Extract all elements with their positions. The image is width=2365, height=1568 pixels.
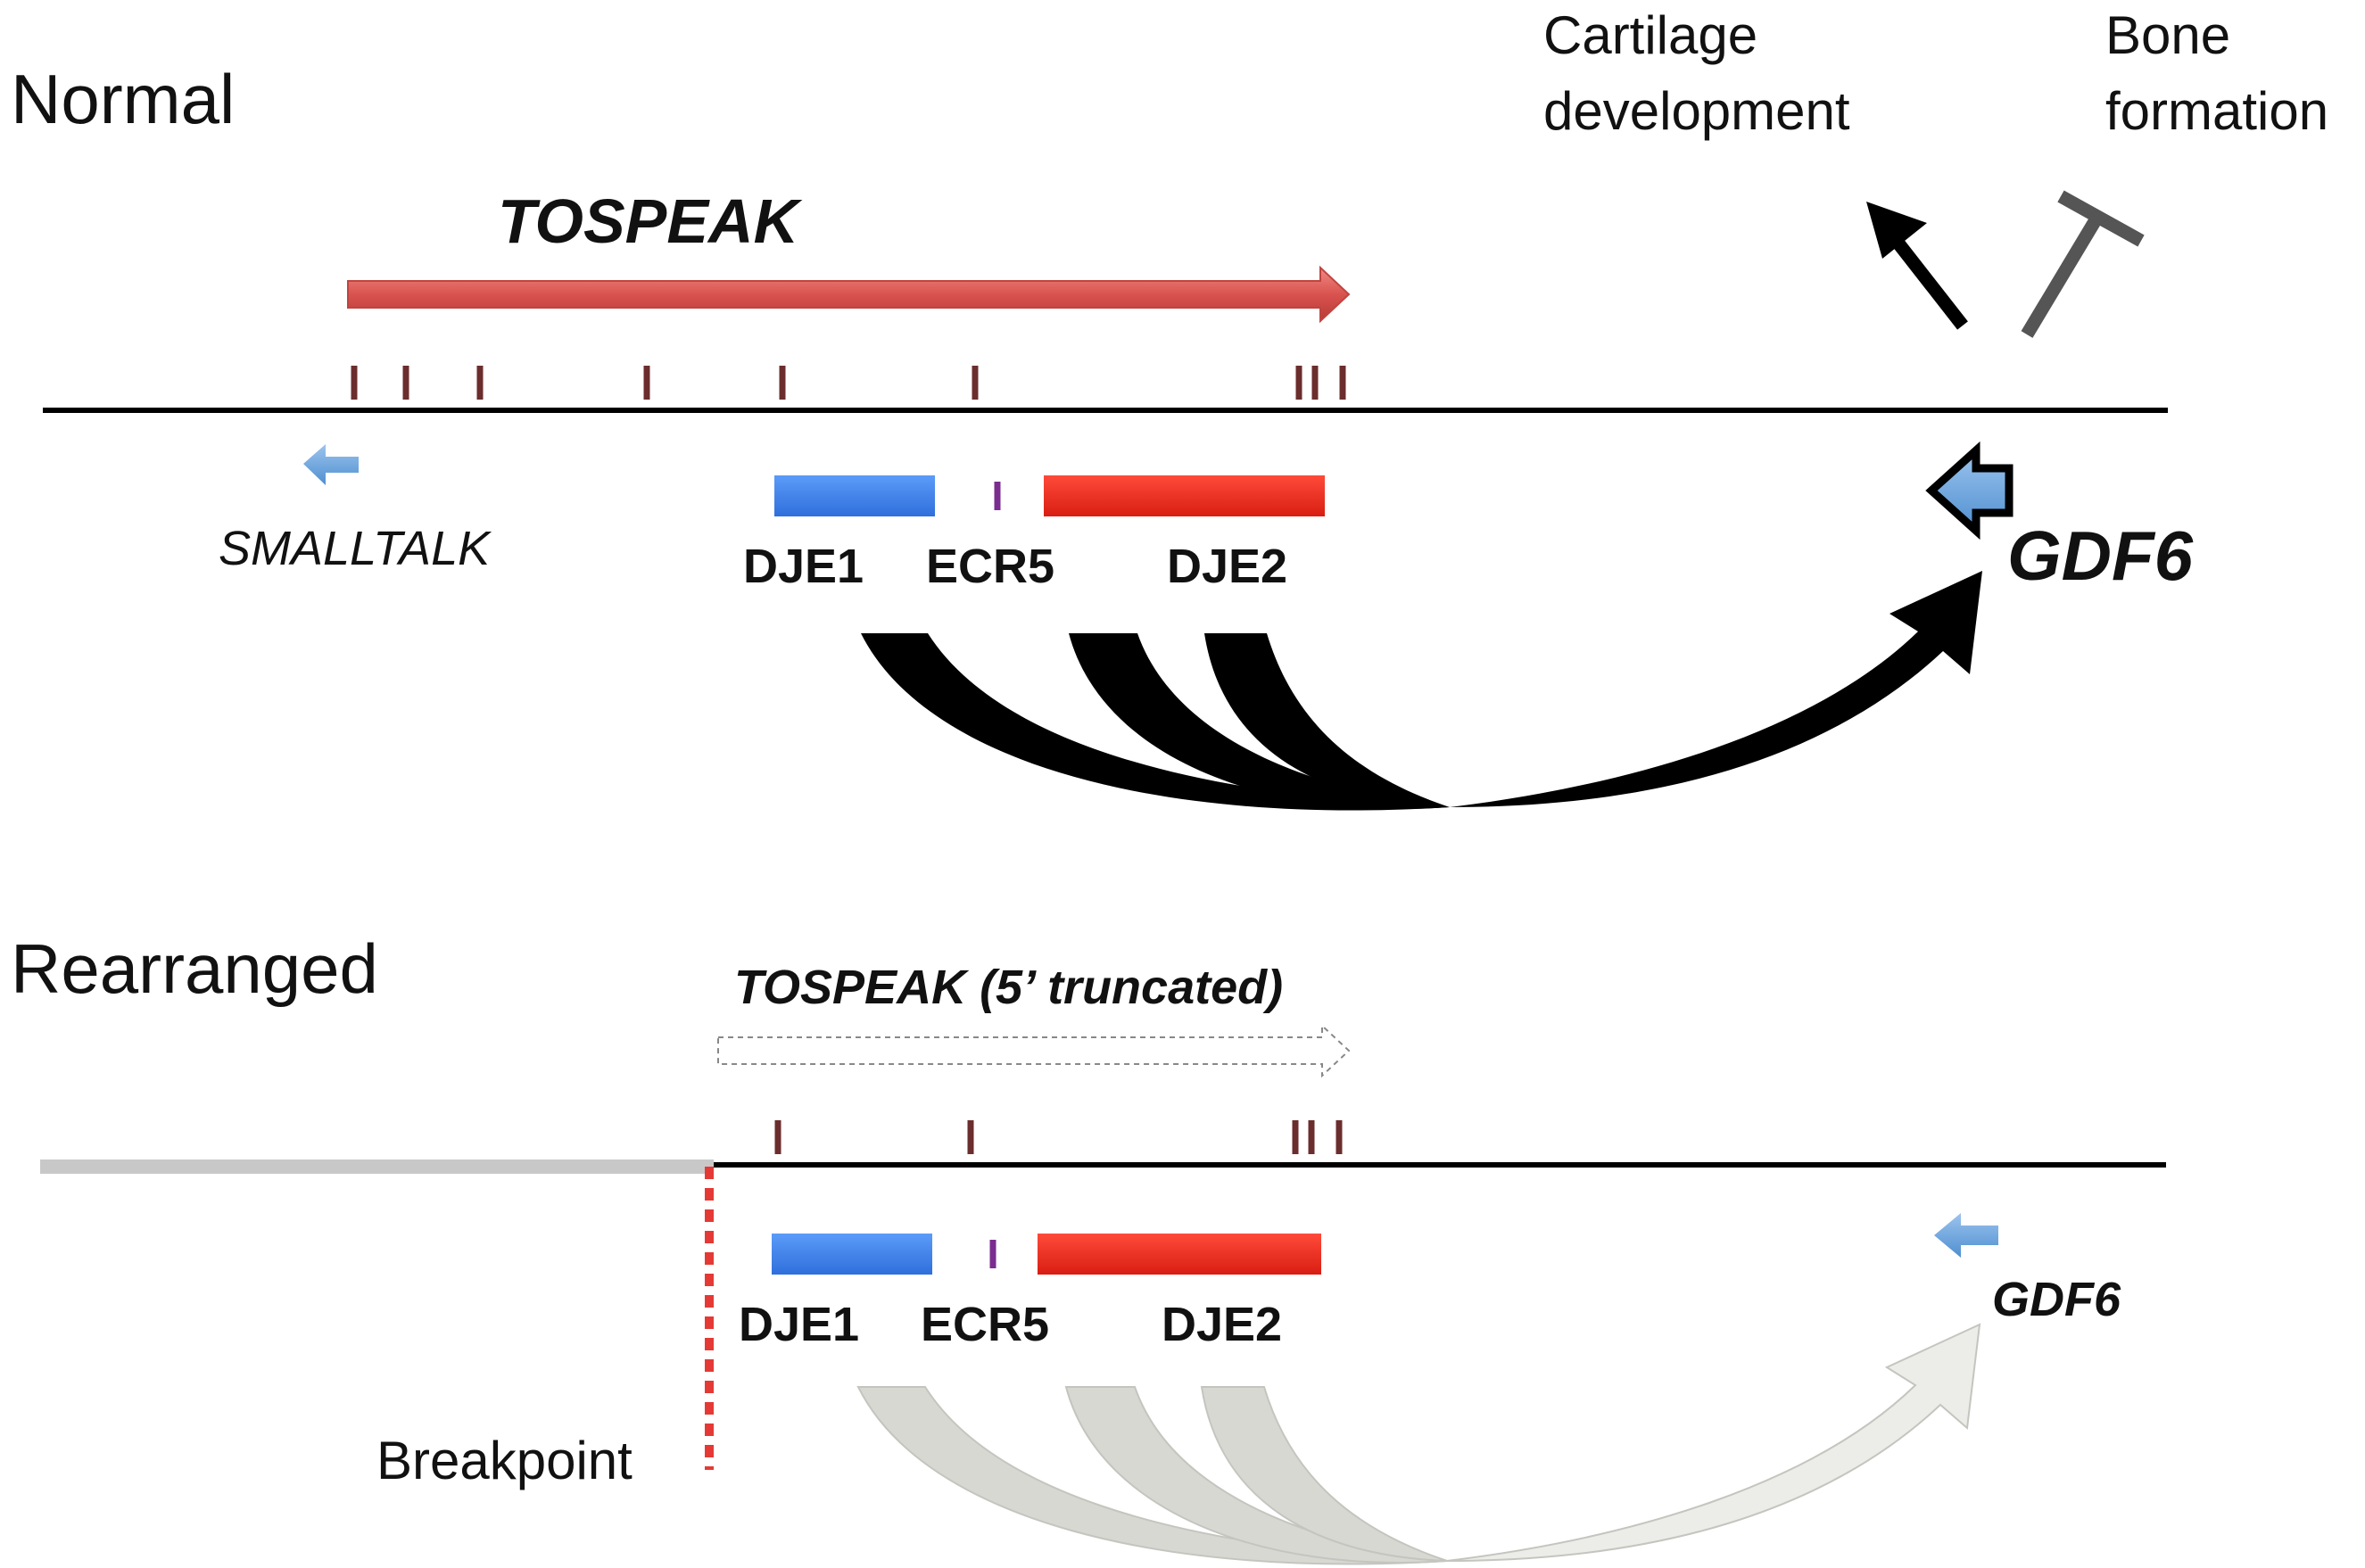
cartilage-label-line2: development <box>1543 81 1850 141</box>
conserved-markers-rearranged <box>774 1120 1343 1154</box>
rearranged-title: Rearranged <box>11 929 378 1008</box>
ecr5-label-rearranged: ECR5 <box>921 1298 1049 1351</box>
regulatory-arcs-rearranged <box>856 1323 1981 1565</box>
gdf6-gene-arrow-normal <box>1925 441 2014 541</box>
tospeak-truncated-label: TOSPEAK (5’ truncated) <box>734 961 1283 1014</box>
gdf6-gene-arrow-rearranged <box>1934 1213 1998 1258</box>
tospeak-arrow <box>347 265 1351 324</box>
regulatory-arcs-normal <box>861 571 1982 811</box>
tospeak-label: TOSPEAK <box>498 186 803 256</box>
smalltalk-label: SMALLTALK <box>219 522 492 575</box>
smalltalk-arrow <box>303 444 359 485</box>
ecr5-label: ECR5 <box>926 540 1054 593</box>
gdf6-label-normal: GDF6 <box>2007 516 2194 595</box>
gdf6-label-rearranged: GDF6 <box>1992 1273 2121 1326</box>
dje2-enhancer-rearranged <box>1038 1234 1321 1275</box>
bone-label-line2: formation <box>2105 81 2328 141</box>
normal-panel: Normal Cartilage development Bone format… <box>11 5 2328 811</box>
dje1-enhancer <box>774 475 935 516</box>
activation-arrow <box>1866 202 1968 330</box>
dje2-label-rearranged: DJE2 <box>1162 1298 1282 1351</box>
dje2-label: DJE2 <box>1167 540 1287 593</box>
dje1-label: DJE1 <box>743 540 864 593</box>
normal-title: Normal <box>11 60 235 138</box>
breakpoint-label: Breakpoint <box>376 1431 633 1490</box>
inhibition-arrow <box>2021 190 2145 338</box>
conserved-markers-normal <box>351 366 1346 400</box>
cartilage-label-line1: Cartilage <box>1543 5 1757 65</box>
bone-label-line1: Bone <box>2105 5 2230 65</box>
dje1-label-rearranged: DJE1 <box>739 1298 859 1351</box>
rearranged-panel: Rearranged TOSPEAK (5’ truncated) Breakp… <box>11 929 2166 1565</box>
dje2-enhancer <box>1044 475 1325 516</box>
tospeak-truncated-arrow <box>717 1023 1351 1078</box>
dje1-enhancer-rearranged <box>772 1234 932 1275</box>
